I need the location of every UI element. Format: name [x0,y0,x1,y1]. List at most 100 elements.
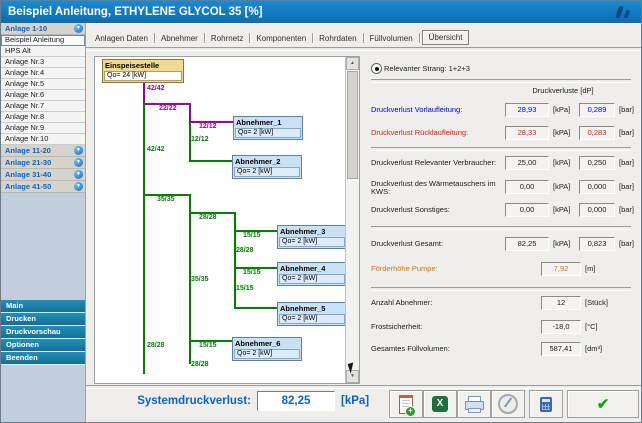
tab-bar: Anlagen Daten Abnehmer Rohrnetz Komponen… [91,29,470,47]
tab-anlagen-daten[interactable]: Anlagen Daten [95,33,148,43]
sidebar-group-anlage-41-50[interactable]: Anlage 41-50 [1,181,85,193]
printer-icon [465,396,484,413]
tab-uebersicht[interactable]: Übersicht [421,29,470,45]
pump-field[interactable]: 7,92 [541,262,581,276]
kpa-unit: [kPA] [553,239,571,248]
window-title: Beispiel Anleitung, ETHYLENE GLYCOL 35 [… [8,6,263,18]
sidebar-group-label: Anlage 1-10 [5,24,48,33]
value-field[interactable]: -18,0 [541,320,581,334]
bar-field[interactable]: 0,823 [579,237,615,251]
sidebar-item-anlage-9[interactable]: Anlage Nr.9 [1,123,85,134]
print-button[interactable] [457,390,491,418]
sidebar-item-anlage-7[interactable]: Anlage Nr.7 [1,101,85,112]
tab-separator [312,33,314,43]
tab-komponenten[interactable]: Komponenten [256,33,307,43]
pipe-segment [143,194,189,196]
sidebar-item-anlage-8[interactable]: Anlage Nr.8 [1,112,85,123]
sidebar-group-anlage-21-30[interactable]: Anlage 21-30 [1,157,85,169]
kpa-field[interactable]: 82,25 [505,237,549,251]
excel-icon [432,396,448,412]
kpa-unit: [kPA] [553,128,571,137]
strang-radio-label: Relevanter Strang: 1+2+3 [384,64,470,73]
dp-row-waermetauscher: Druckverlust des Wärmetauschers im KWS: … [371,180,639,196]
kpa-field[interactable]: 28,93 [505,103,549,117]
pipe-segment [189,123,191,162]
node-title: Abnehmer_4 [280,264,326,273]
sidebar-group-anlage-31-40[interactable]: Anlage 31-40 [1,169,85,181]
sidebar-menu: Main Drucken Druckvorschau Optionen Been… [1,300,85,365]
diagram-scrollbar[interactable]: ▲ ▼ [345,57,359,383]
tab-fuellvolumen[interactable]: Füllvolumen [369,33,413,43]
sidebar-group-label: Anlage 11-20 [5,146,51,155]
pump-unit: [m] [585,264,596,273]
consumer-node-3[interactable]: Abnehmer_3 Qo= 2 [kW] [277,225,347,249]
sidebar-item-anlage-10[interactable]: Anlage Nr.10 [1,134,85,145]
sidebar-item-anlage-6[interactable]: Anlage Nr.6 [1,90,85,101]
optionen-button[interactable]: Optionen [1,339,85,352]
bar-unit: [bar] [619,105,635,114]
node-title: Abnehmer_5 [280,304,326,313]
scrollbar-thumb[interactable] [347,71,358,179]
consumer-node-4[interactable]: Abnehmer_4 Qo= 2 [kW] [277,262,347,286]
pipe-label: 28/28 [236,247,254,254]
node-title: Abnehmer_6 [235,339,281,348]
systemdruckverlust-field[interactable]: 82,25 [257,391,335,411]
consumer-node-2[interactable]: Abnehmer_2 Qo= 2 [kW] [232,155,302,179]
chevron-down-circle-icon [74,170,83,179]
node-title: Abnehmer_1 [236,118,282,127]
beenden-button[interactable]: Beenden [1,352,85,365]
bar-field[interactable]: 0,000 [579,203,615,217]
kpa-unit: [kPA] [553,182,571,191]
radio-selected-icon[interactable] [371,63,382,74]
info-row-frostsicherheit: Frostsicherheit: -18,0 [°C] [371,320,639,336]
tab-rohrnetz[interactable]: Rohrnetz [210,33,244,43]
node-title: Abnehmer_3 [280,227,326,236]
row-label: Druckverlust Rücklaufleitung: [371,128,469,137]
main-button[interactable]: Main [1,300,85,313]
drucken-button[interactable]: Drucken [1,313,85,326]
pipe-label: 15/15 [236,285,254,292]
calculator-button[interactable] [529,390,563,418]
kpa-field[interactable]: 0,00 [505,203,549,217]
excel-export-button[interactable] [423,390,457,418]
consumer-node-1[interactable]: Abnehmer_1 Qo= 2 [kW] [233,116,303,140]
tab-rohrdaten[interactable]: Rohrdaten [319,33,357,43]
value-field[interactable]: 12 [541,296,581,310]
sidebar-group-anlage-11-20[interactable]: Anlage 11-20 [1,145,85,157]
bar-field[interactable]: 0,000 [579,180,615,194]
pipe-segment [189,160,232,162]
source-node[interactable]: Einspeisestelle Qo= 24 [kW] [102,59,184,83]
bar-unit: [bar] [619,182,635,191]
tab-abnehmer[interactable]: Abnehmer [160,33,198,43]
sidebar-group-anlage-1-10[interactable]: Anlage 1-10 [1,23,85,35]
sidebar-item-anlage-4[interactable]: Anlage Nr.4 [1,68,85,79]
confirm-button[interactable] [567,390,639,418]
sidebar-item-hps-alt[interactable]: HPS Alt [1,46,85,57]
bar-field[interactable]: 0,289 [579,103,615,117]
gauge-button[interactable] [491,390,525,418]
bar-field[interactable]: 0,283 [579,126,615,140]
kpa-field[interactable]: 25,00 [505,156,549,170]
scroll-down-icon[interactable]: ▼ [346,370,359,383]
sidebar-item-beispiel-anleitung[interactable]: Beispiel Anleitung [1,35,85,46]
kpa-field[interactable]: 0,00 [505,180,549,194]
bar-field[interactable]: 0,250 [579,156,615,170]
add-report-button[interactable] [389,390,423,418]
kpa-field[interactable]: 28,33 [505,126,549,140]
kpa-unit: [kPA] [553,205,571,214]
node-value: Qo= 2 [kW] [279,314,345,324]
scroll-up-icon[interactable]: ▲ [346,57,359,70]
value-field[interactable]: 587,41 [541,342,581,356]
druckvorschau-button[interactable]: Druckvorschau [1,326,85,339]
row-label: Druckverlust Sonstiges: [371,205,450,214]
pump-row: Förderhöhe Pumpe: 7,92 [m] [371,262,639,278]
sidebar-item-anlage-3[interactable]: Anlage Nr.3 [1,57,85,68]
pipe-label: 42/42 [147,146,165,153]
sidebar-item-anlage-5[interactable]: Anlage Nr.5 [1,79,85,90]
node-title: Einspeisestelle [105,61,160,70]
bar-unit: [bar] [619,158,635,167]
consumer-node-5[interactable]: Abnehmer_5 Qo= 2 [kW] [277,302,347,326]
consumer-node-6[interactable]: Abnehmer_6 Qo= 2 [kW] [232,337,302,361]
check-icon [597,397,610,412]
